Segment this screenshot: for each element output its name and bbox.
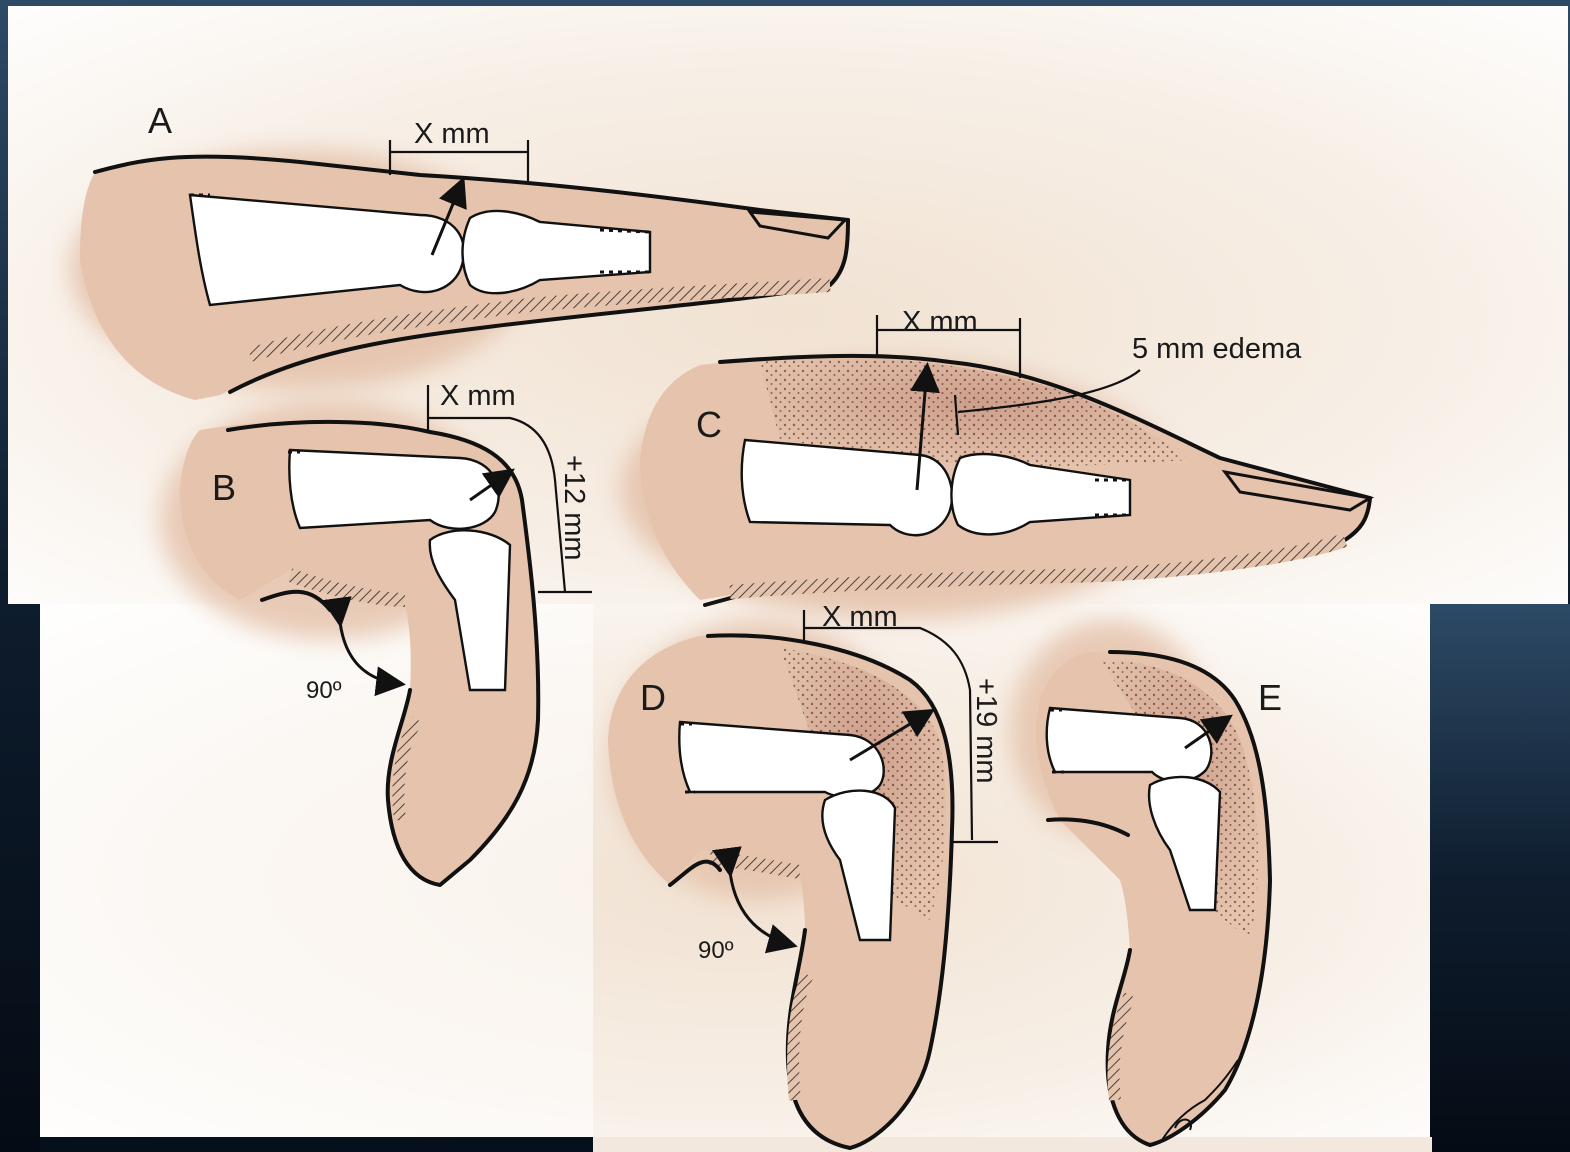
measure-label-d: X mm [822, 601, 898, 633]
panel-letter-c: C [696, 404, 722, 445]
measure-label-b: X mm [440, 380, 516, 412]
bone-proximal-b [289, 450, 498, 529]
panel-letter-b: B [212, 467, 236, 508]
extension-label-d: +19 mm [970, 678, 1002, 784]
panel-letter-e: E [1258, 677, 1282, 718]
bone-proximal-e [1047, 708, 1212, 782]
angle-label-d: 90º [698, 937, 734, 964]
panel-letter-d: D [640, 677, 666, 718]
measure-label-a: X mm [414, 118, 490, 150]
extension-label-b: +12 mm [558, 455, 590, 561]
measure-label-c: X mm [902, 306, 978, 338]
edema-label: 5 mm edema [1132, 333, 1302, 365]
panel-letter-a: A [148, 100, 172, 141]
angle-label-b: 90º [306, 677, 342, 704]
